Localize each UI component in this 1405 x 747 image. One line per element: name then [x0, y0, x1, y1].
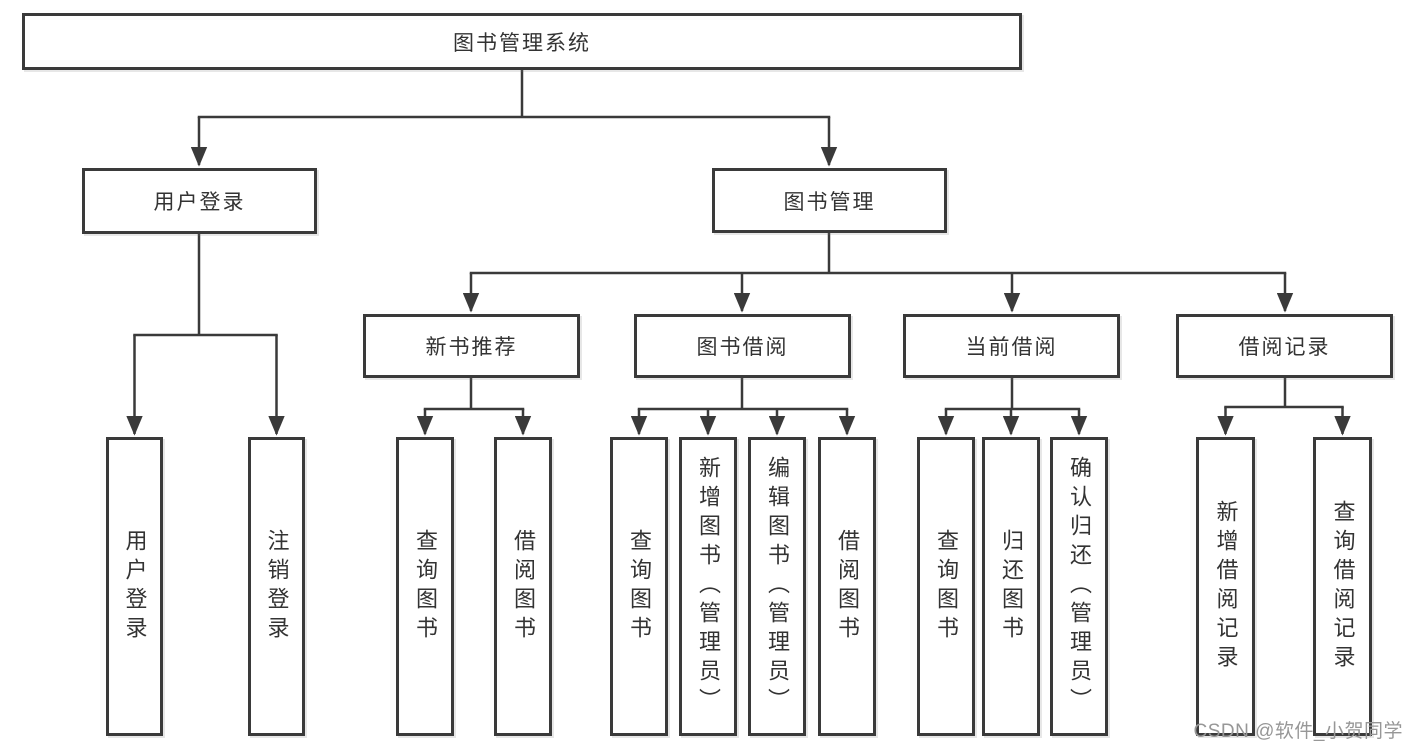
node-label: 编辑图书（管理员）: [765, 456, 790, 717]
node-label: 图书借阅: [696, 336, 789, 359]
node-leaf-edit-books-admin: 编辑图书（管理员）: [748, 437, 806, 736]
node-library-system: 图书管理系统: [22, 13, 1022, 70]
node-leaf-add-books-admin: 新增图书（管理员）: [679, 437, 737, 736]
node-label: 用户登录: [122, 528, 148, 645]
node-label: 归还图书: [999, 528, 1024, 645]
node-leaf-add-borrow-record: 新增借阅记录: [1196, 437, 1255, 736]
node-label: 新增借阅记录: [1213, 499, 1239, 674]
node-borrow-records: 借阅记录: [1176, 314, 1393, 378]
node-label: 查询借阅记录: [1330, 499, 1356, 674]
csdn-watermark: CSDN @软件_小贺同学: [1193, 721, 1403, 742]
node-label: 查询图书: [934, 528, 959, 645]
node-label: 查询图书: [413, 528, 438, 645]
node-user-login: 用户登录: [82, 168, 317, 234]
node-leaf-query-books-3: 查询图书: [917, 437, 975, 736]
node-leaf-borrow-books-1: 借阅图书: [494, 437, 552, 736]
node-leaf-confirm-return-admin: 确认归还（管理员）: [1050, 437, 1108, 736]
node-label: 图书管理系统: [453, 31, 591, 55]
node-label: 新增图书（管理员）: [696, 456, 721, 717]
node-current-borrow: 当前借阅: [903, 314, 1120, 378]
node-leaf-return-books: 归还图书: [982, 437, 1040, 736]
node-leaf-borrow-books-2: 借阅图书: [818, 437, 876, 736]
node-label: 图书管理: [783, 190, 876, 214]
node-book-borrow: 图书借阅: [634, 314, 851, 378]
node-label: 当前借阅: [965, 336, 1058, 359]
node-leaf-query-books-2: 查询图书: [610, 437, 668, 736]
node-label: 用户登录: [153, 191, 246, 214]
node-book-management: 图书管理: [712, 168, 947, 233]
node-new-book-recommend: 新书推荐: [363, 314, 580, 378]
node-label: 注销登录: [264, 528, 290, 645]
node-label: 借阅图书: [511, 528, 536, 645]
node-label: 查询图书: [627, 528, 652, 645]
node-label: 新书推荐: [425, 336, 518, 359]
node-label: 借阅图书: [835, 528, 860, 645]
node-leaf-user-login: 用户登录: [106, 437, 163, 736]
node-leaf-logout: 注销登录: [248, 437, 305, 736]
node-label: 确认归还（管理员）: [1067, 456, 1092, 717]
node-leaf-query-books-1: 查询图书: [396, 437, 454, 736]
node-leaf-query-borrow-record: 查询借阅记录: [1313, 437, 1372, 736]
node-label: 借阅记录: [1238, 336, 1331, 359]
